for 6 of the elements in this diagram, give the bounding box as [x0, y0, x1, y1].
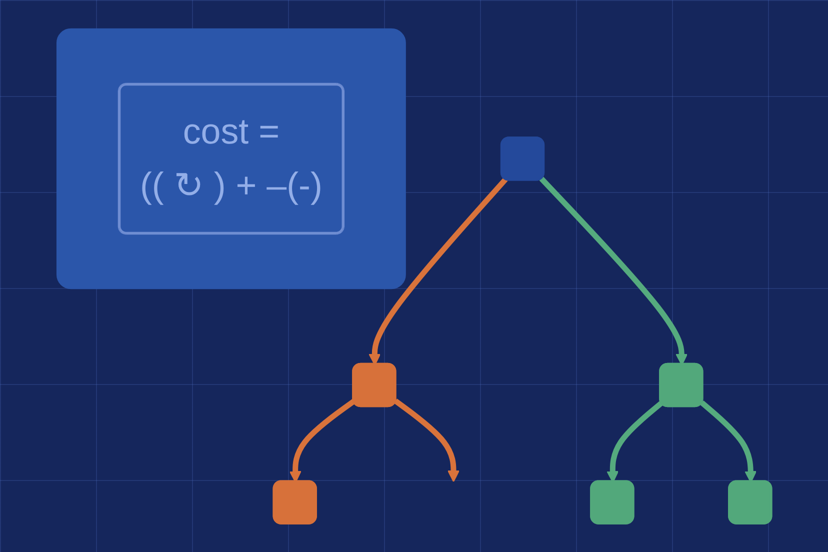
- node-text: cost = (( ↻ ) + –(-): [140, 110, 322, 206]
- cluster: [56, 28, 406, 290]
- arrow: [394, 398, 460, 482]
- arrow: [289, 398, 356, 483]
- arrow: [700, 400, 757, 483]
- arrow: [606, 400, 664, 483]
